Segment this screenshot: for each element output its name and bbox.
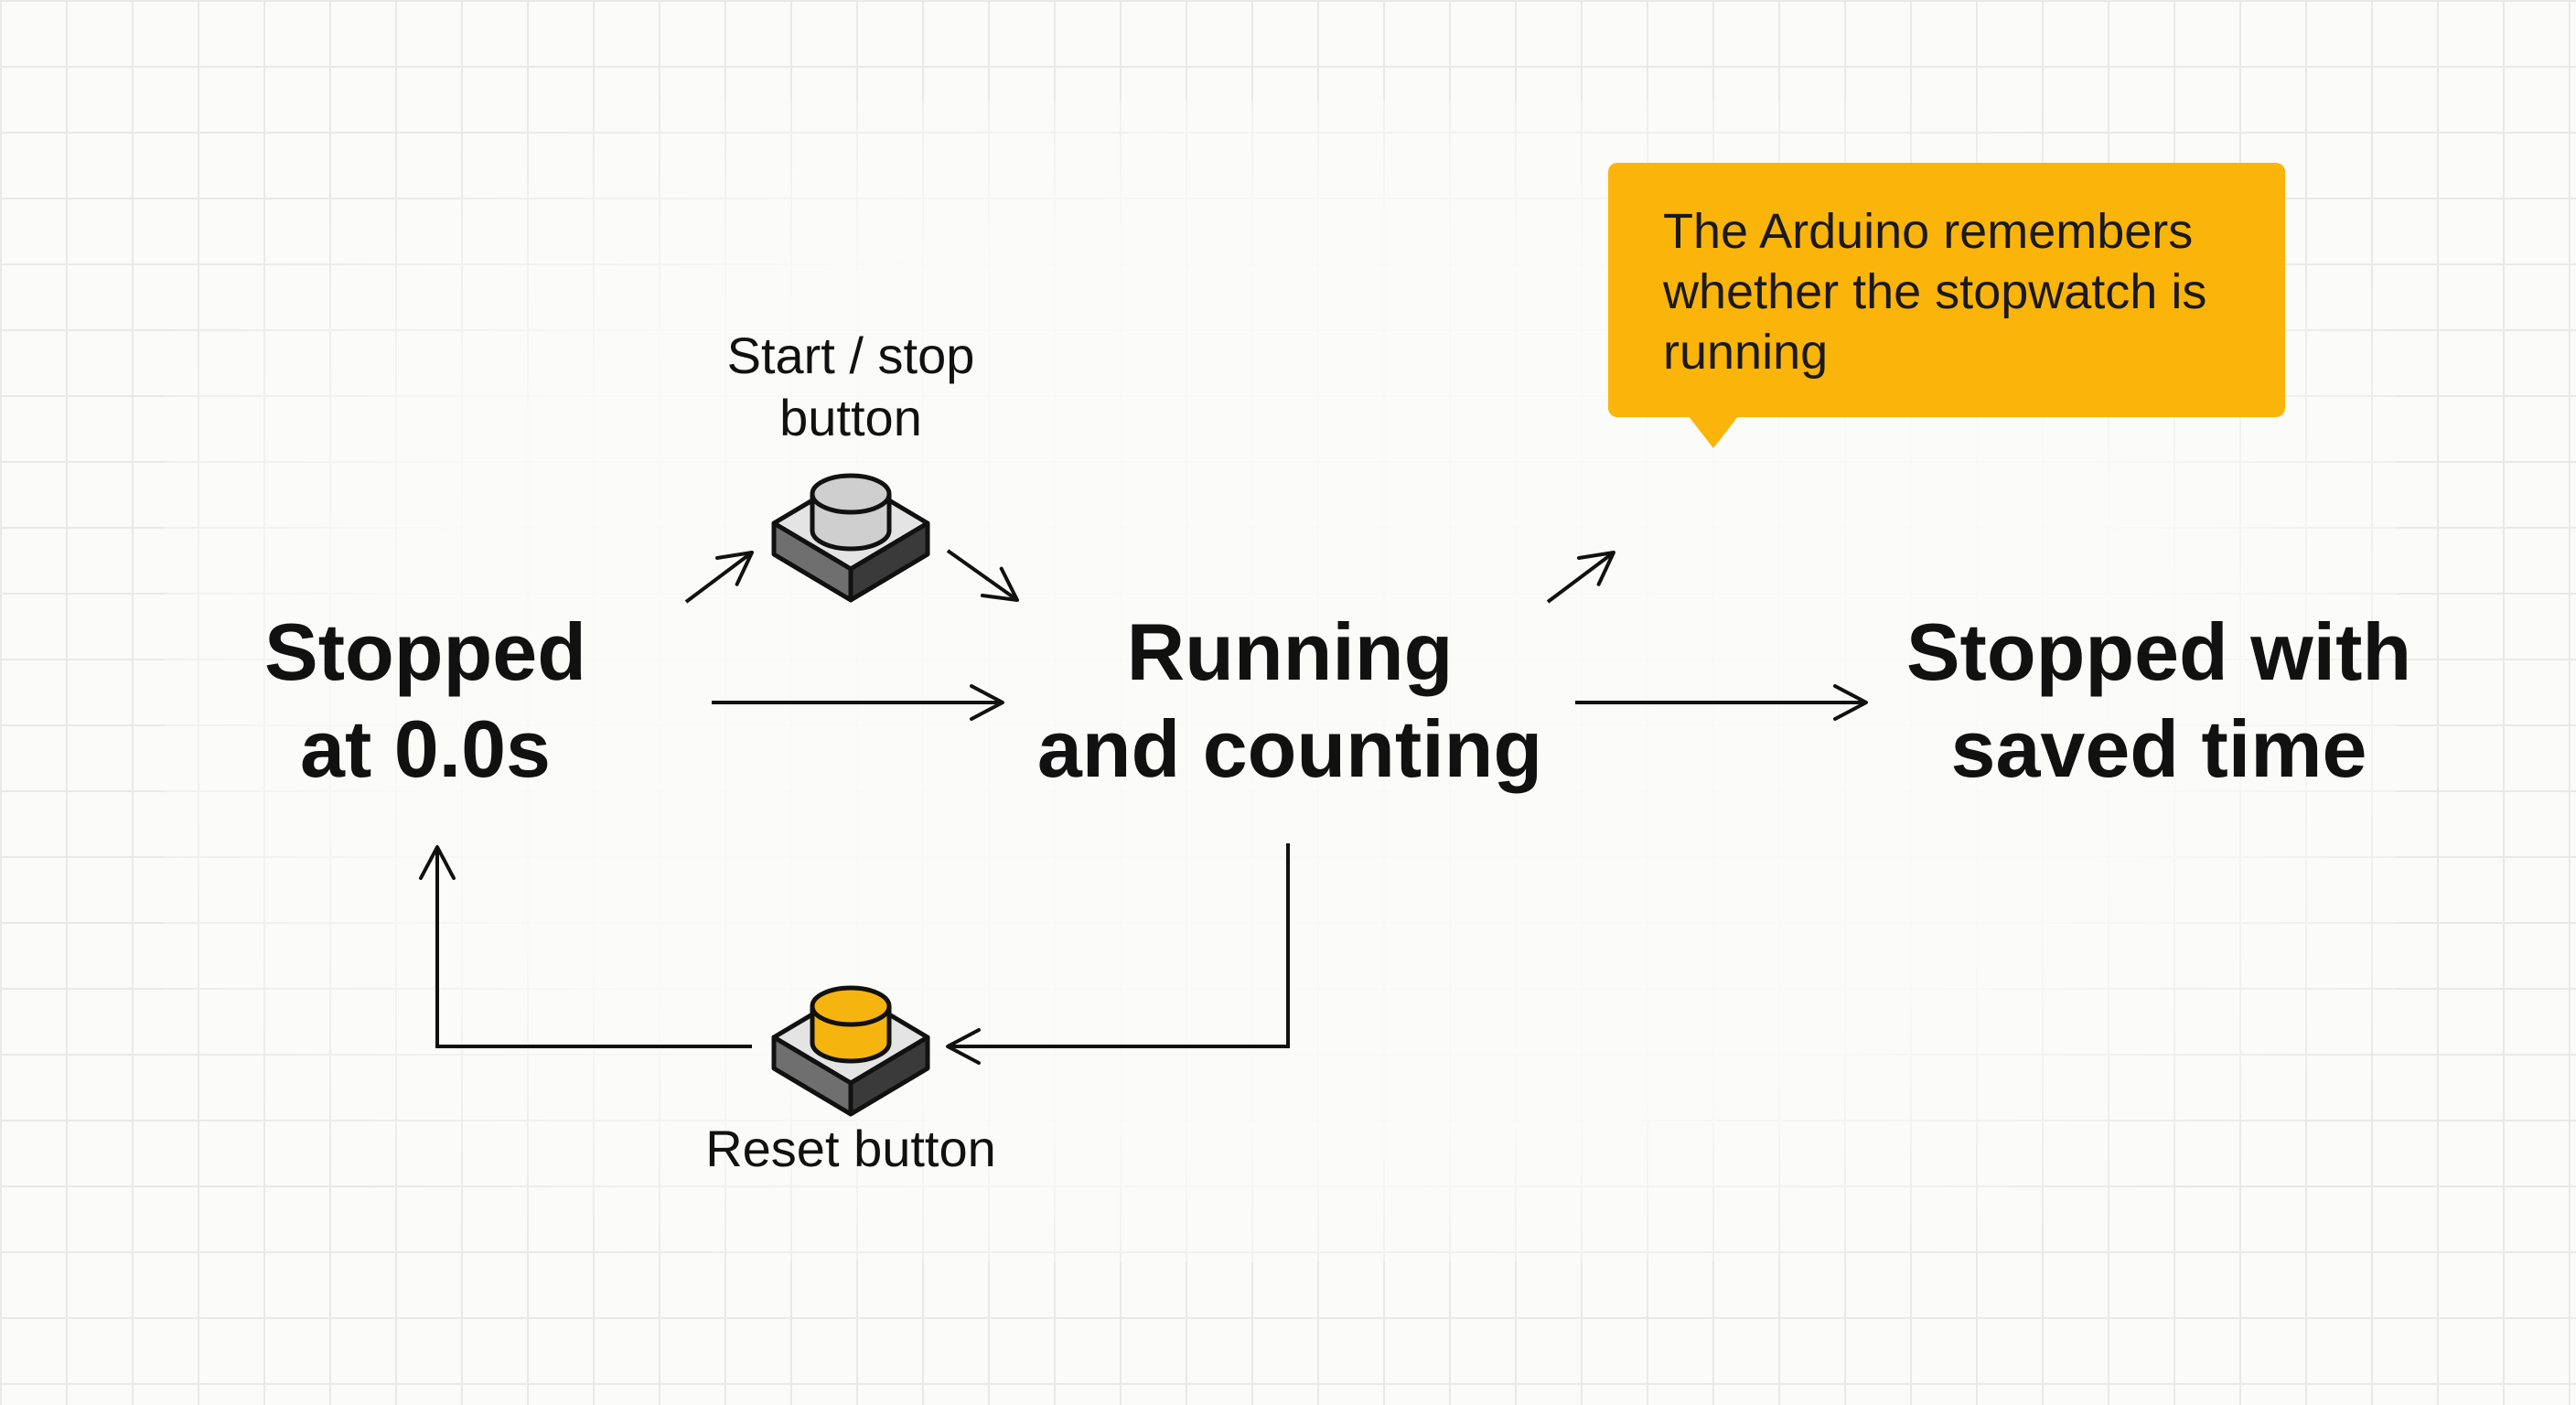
start-stop-button-icon [771, 473, 930, 603]
callout-box: The Arduino remembers whether the stopwa… [1608, 163, 2285, 417]
reset-button-label-text: Reset button [705, 1120, 996, 1177]
reset-button-label: Reset button [640, 1118, 1061, 1180]
reset-path-to-stopped [419, 845, 752, 1048]
state-running-text: Running and counting [1036, 606, 1543, 794]
arrow-out-of-start-button [946, 549, 1019, 602]
reset-path-from-running [946, 843, 1290, 1065]
state-stopped-saved-text: Stopped with saved time [1905, 606, 2412, 794]
start-stop-button-label-text: Start / stop button [726, 327, 975, 446]
start-stop-button-label: Start / stop button [668, 325, 1034, 449]
reset-button-icon [771, 985, 930, 1117]
arrow-into-start-button [684, 551, 754, 604]
state-stopped-saved: Stopped with saved time [1880, 604, 2438, 798]
state-running: Running and counting [1015, 604, 1564, 798]
state-stopped-zero: Stopped at 0.0s [242, 604, 608, 798]
arrow-toward-callout [1546, 551, 1615, 604]
callout-tail [1688, 415, 1739, 448]
callout-text: The Arduino remembers whether the stopwa… [1663, 204, 2207, 380]
state-stopped-zero-text: Stopped at 0.0s [264, 606, 586, 794]
